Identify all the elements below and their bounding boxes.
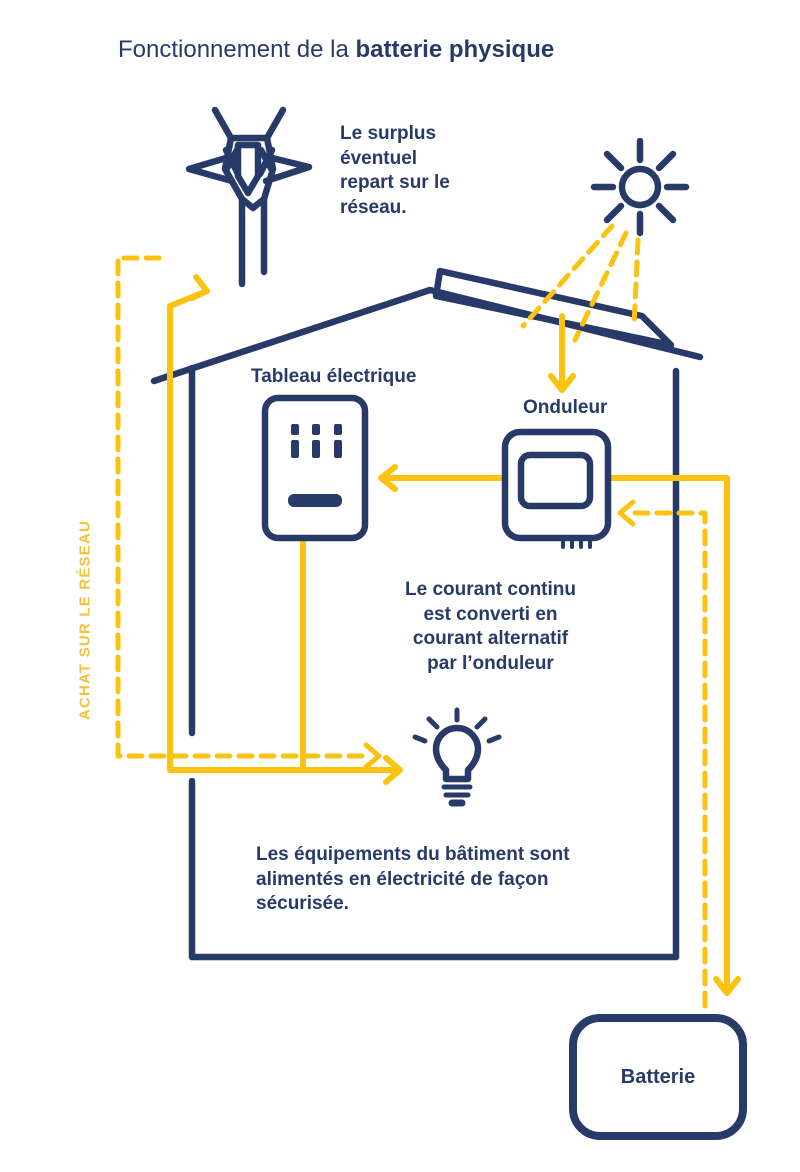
grid-purchase-label: ACHAT SUR LE RÉSEAU [76,519,94,721]
battery-box-icon [569,1014,747,1140]
arrow-grid-purchase-dashed [115,255,382,770]
equipment-caption: Les équipements du bâtiment sont aliment… [256,844,570,915]
battery-label: Batterie [620,1065,696,1088]
page-title-prefix: Fonctionnement de la [118,36,356,63]
arrow-battery-to-inverter-dashed [617,499,708,1009]
electrical-panel-label: Tableau électrique [251,366,417,387]
electricity-pylon-icon [185,106,313,288]
arrow-inverter-to-panel [378,464,508,492]
light-bulb-icon [412,707,502,807]
inverter-label: Onduleur [523,397,608,418]
page-title: Fonctionnement de la batterie physique [118,36,554,64]
arrow-inverter-to-battery [605,475,741,996]
inverter-icon [501,428,612,549]
surplus-caption: Le surplus éventuel repart sur le réseau… [340,123,450,219]
page-title-bold: batterie physique [355,36,555,63]
current-conversion-caption: Le courant continu est converti en coura… [405,579,576,675]
arrow-panel-to-inverter [548,313,576,393]
arrow-surplus-to-grid-and-bulb [167,274,403,785]
electrical-panel-icon [261,394,369,542]
sun-icon [590,137,690,237]
solar-panel-icon [432,267,675,349]
sun-rays-dashed [520,223,641,343]
